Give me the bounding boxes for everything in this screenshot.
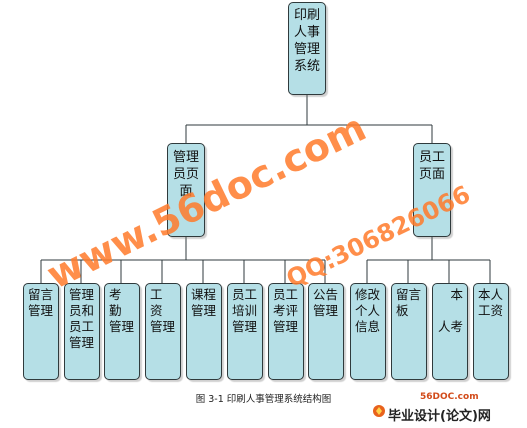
leaf-node: 留言 管理	[23, 283, 59, 380]
leaf-node: 管理 员和 员工 管理	[64, 283, 100, 380]
leaf-node: 本 人考	[432, 283, 468, 380]
leaf-node: 考 勤 管理	[104, 283, 140, 380]
root-node: 印刷 人事 管理 系统	[288, 2, 326, 95]
leaf-node: 本人 工资	[473, 283, 509, 380]
leaf-node: 员工 培训 管理	[227, 283, 263, 380]
logo-name: 毕业设计(论文)网	[388, 409, 491, 424]
leaf-node: 公告 管理	[308, 283, 344, 380]
logo-icon	[373, 405, 385, 417]
leaf-node: 员工 考评 管理	[268, 283, 304, 380]
branch-node-staff: 员工 页面	[413, 143, 451, 237]
leaf-node: 留言 板	[391, 283, 427, 380]
leaf-node: 工 资 管理	[145, 283, 181, 380]
branch-node-admin: 管理 员页 面	[167, 143, 205, 237]
leaf-node: 修改 个人 信息	[350, 283, 386, 380]
figure-caption: 图 3-1 印刷人事管理系统结构图	[195, 394, 332, 405]
logo-domain: 56DOC.com	[420, 392, 479, 402]
leaf-node: 课程 管理	[186, 283, 222, 380]
